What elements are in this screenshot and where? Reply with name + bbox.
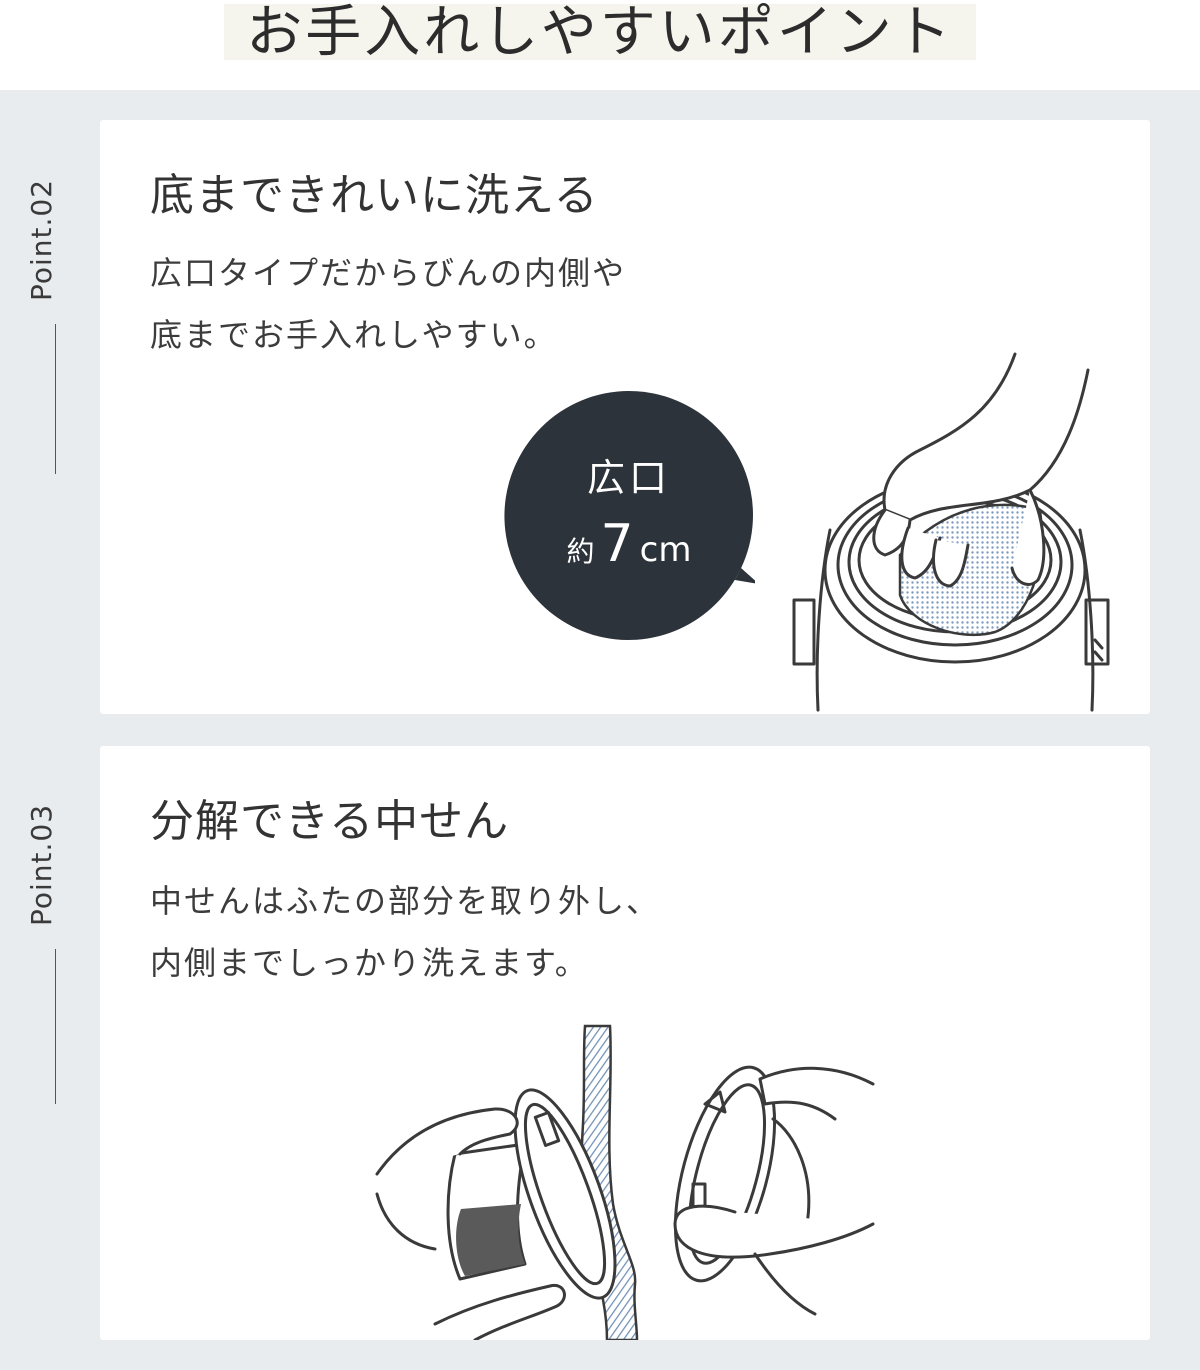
badge-value: 7	[600, 514, 634, 574]
point-03-label: Point.03	[25, 803, 58, 927]
title-band	[224, 4, 976, 60]
point-03-description: 中せんはふたの部分を取り外し、 内側までしっかり洗えます。	[150, 870, 660, 994]
bottle-cleaning-illustration	[792, 352, 1110, 712]
point-02-label: Point.02	[25, 178, 58, 302]
point-02-heading: 底まできれいに洗える	[150, 170, 599, 221]
point-03-line-2: 内側までしっかり洗えます。	[150, 944, 589, 982]
page-title: お手入れしやすいポイント	[246, 0, 954, 65]
badge-unit: cm	[639, 530, 692, 570]
point-02-line-2: 底までお手入れしやすい。	[150, 316, 558, 354]
stopper-washing-illustration	[375, 1024, 875, 1340]
badge-label: 広口	[586, 456, 671, 500]
point-03-divider	[55, 949, 56, 1104]
point-02-line-1: 広口タイプだからびんの内側や	[150, 254, 627, 292]
point-02-divider	[55, 324, 56, 474]
point-03-line-1: 中せんはふたの部分を取り外し、	[150, 882, 661, 920]
badge-prefix: 約	[566, 535, 595, 568]
point-02-card: 底まできれいに洗える 広口タイプだからびんの内側や 底までお手入れしやすい。 広…	[100, 120, 1150, 714]
point-03-heading: 分解できる中せん	[150, 796, 510, 847]
badge-bubble-shape	[504, 391, 759, 640]
point-03-card: 分解できる中せん 中せんはふたの部分を取り外し、 内側までしっかり洗えます。	[100, 746, 1150, 1340]
point-02-description: 広口タイプだからびんの内側や 底までお手入れしやすい。	[150, 242, 626, 366]
